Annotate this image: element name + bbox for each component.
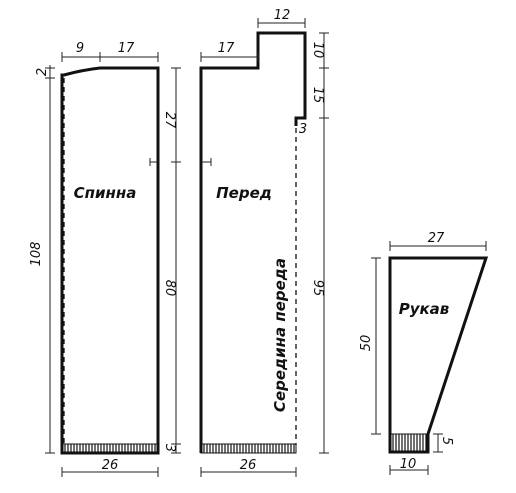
- sleeve-label: Рукав: [399, 300, 450, 318]
- back-hem: 3: [162, 444, 177, 452]
- front-center-length: 95: [310, 280, 325, 297]
- sleeve-cuff-hatch: [389, 433, 429, 453]
- front-hem-hatch: [200, 443, 297, 454]
- back-total-length: 108: [29, 242, 44, 267]
- back-width-top-right: 17: [118, 41, 135, 56]
- front-neck-top: 10: [310, 42, 325, 59]
- back-hem-hatch: [61, 443, 159, 454]
- sleeve-piece: 27 50 5 10 Рукав: [359, 231, 489, 475]
- sleeve-bottom-width: 10: [400, 457, 417, 472]
- back-side: 80: [162, 280, 177, 297]
- sleeve-top-width: 27: [428, 231, 445, 246]
- front-piece: 17 12 10 15 3 95 26 Перед Середина перед…: [199, 8, 329, 477]
- front-outline: [199, 31, 307, 453]
- front-center-label: Середина переда: [271, 258, 289, 412]
- sleeve-cuff: 5: [439, 437, 454, 445]
- sleeve-outline: [388, 256, 489, 454]
- front-neck-step: 3: [299, 122, 307, 137]
- back-shoulder-drop: 2: [35, 68, 50, 76]
- back-label: Спинна: [74, 184, 137, 202]
- sleeve-length: 50: [359, 335, 374, 352]
- back-piece: 9 17 2 108 27 80 3 26 Спинна: [29, 41, 181, 477]
- back-armhole: 27: [162, 112, 177, 129]
- back-bottom-width: 26: [102, 458, 119, 473]
- front-bottom-width: 26: [240, 458, 257, 473]
- front-shoulder-width: 17: [218, 41, 235, 56]
- back-outline: [60, 66, 160, 455]
- front-label: Перед: [216, 184, 272, 202]
- back-width-top-left: 9: [76, 41, 84, 56]
- front-neck-depth: 15: [310, 87, 325, 104]
- front-neck-width: 12: [274, 8, 291, 23]
